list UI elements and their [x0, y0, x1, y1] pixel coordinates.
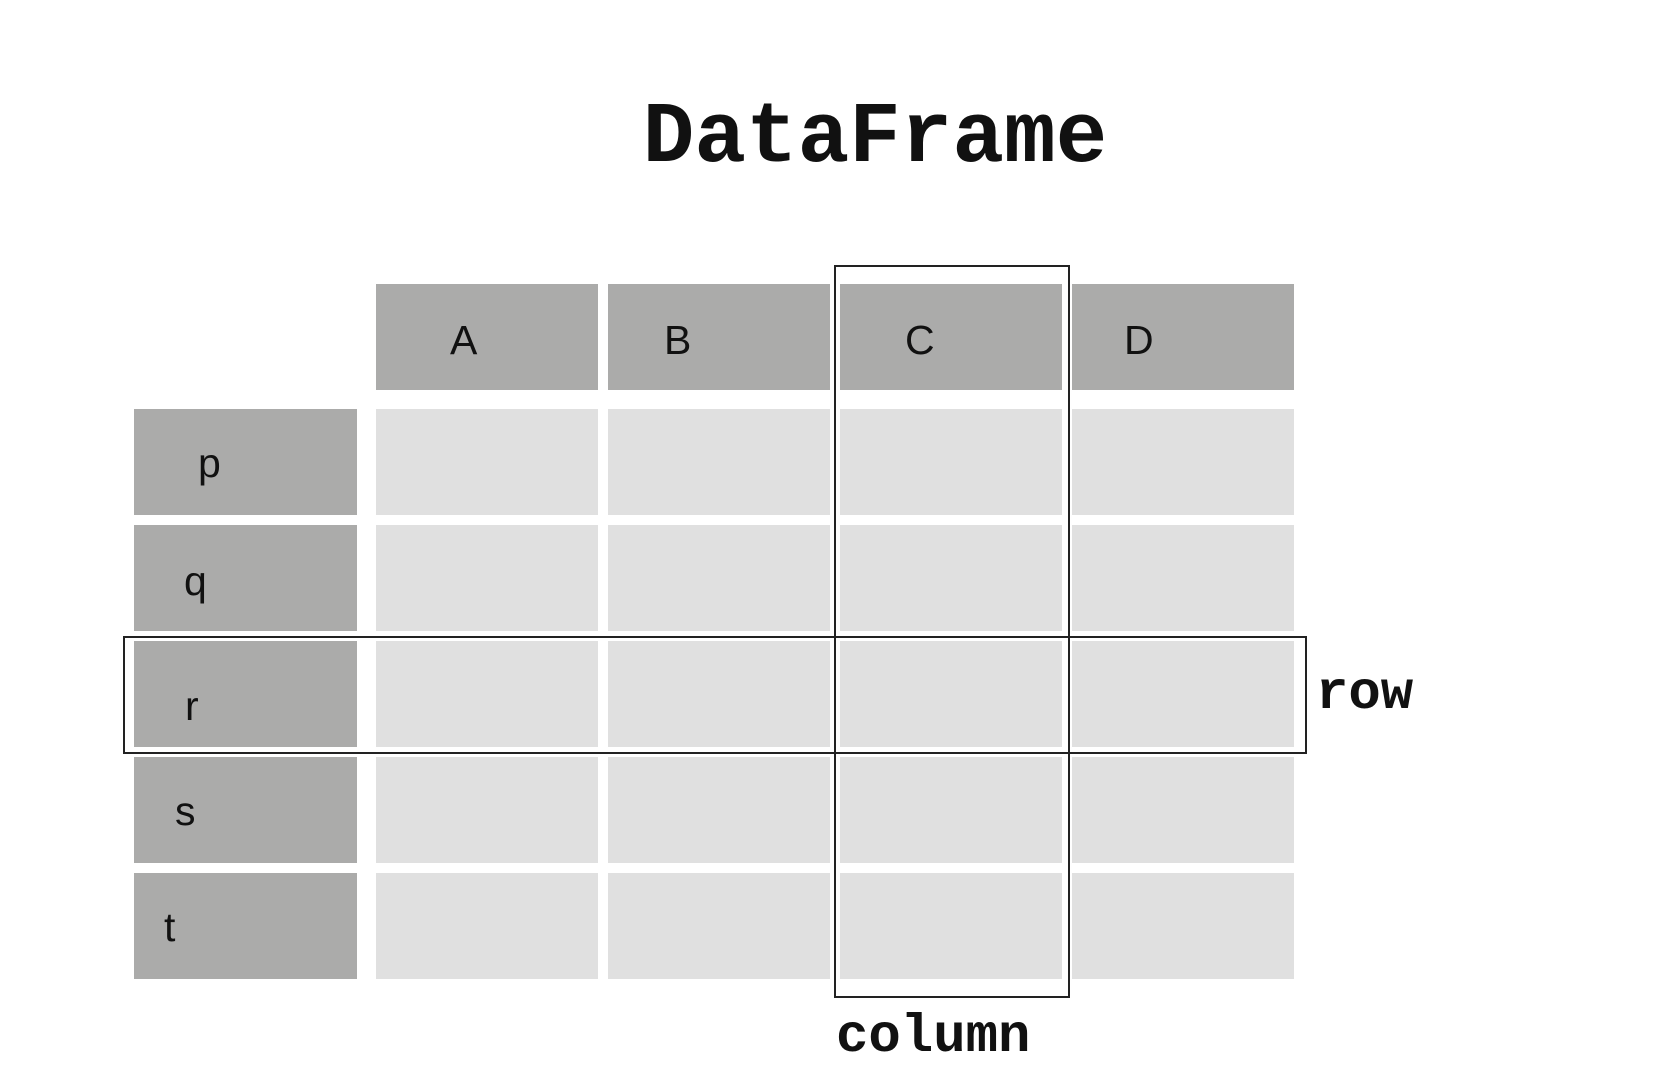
column-label-c: C	[905, 317, 935, 363]
data-cell	[1072, 641, 1294, 747]
data-cell	[1072, 409, 1294, 515]
row-label-s: s	[175, 788, 196, 834]
data-cell	[608, 757, 830, 863]
data-cell	[840, 525, 1062, 631]
data-cell	[840, 757, 1062, 863]
column-header-a	[376, 284, 598, 390]
data-cell	[608, 873, 830, 979]
data-cell	[840, 641, 1062, 747]
column-label-a: A	[450, 317, 478, 363]
data-cell	[840, 873, 1062, 979]
column-label-d: D	[1124, 317, 1154, 363]
data-cell	[376, 641, 598, 747]
row-index-r	[134, 641, 357, 747]
row-index-t	[134, 873, 357, 979]
data-cell	[1072, 873, 1294, 979]
data-cell	[840, 409, 1062, 515]
data-cell	[376, 757, 598, 863]
diagram-title: DataFrame	[642, 89, 1108, 187]
row-highlight-box	[123, 636, 1307, 754]
data-cell	[608, 409, 830, 515]
column-header-b	[608, 284, 830, 390]
data-cell	[608, 525, 830, 631]
row-label-r: r	[185, 683, 199, 729]
data-cell	[608, 641, 830, 747]
data-cell	[1072, 525, 1294, 631]
data-cell	[376, 525, 598, 631]
data-cell	[376, 873, 598, 979]
column-annotation: column	[836, 1007, 1031, 1068]
row-index-s	[134, 757, 357, 863]
data-cell	[1072, 757, 1294, 863]
column-header-d	[1072, 284, 1294, 390]
row-label-p: p	[198, 440, 221, 486]
column-header-c	[840, 284, 1062, 390]
row-annotation: row	[1316, 664, 1414, 725]
column-highlight-box	[834, 265, 1070, 998]
data-cell	[376, 409, 598, 515]
row-label-t: t	[164, 904, 176, 950]
row-index-q	[134, 525, 357, 631]
row-index-p	[134, 409, 357, 515]
column-label-b: B	[664, 317, 692, 363]
row-label-q: q	[184, 558, 207, 604]
